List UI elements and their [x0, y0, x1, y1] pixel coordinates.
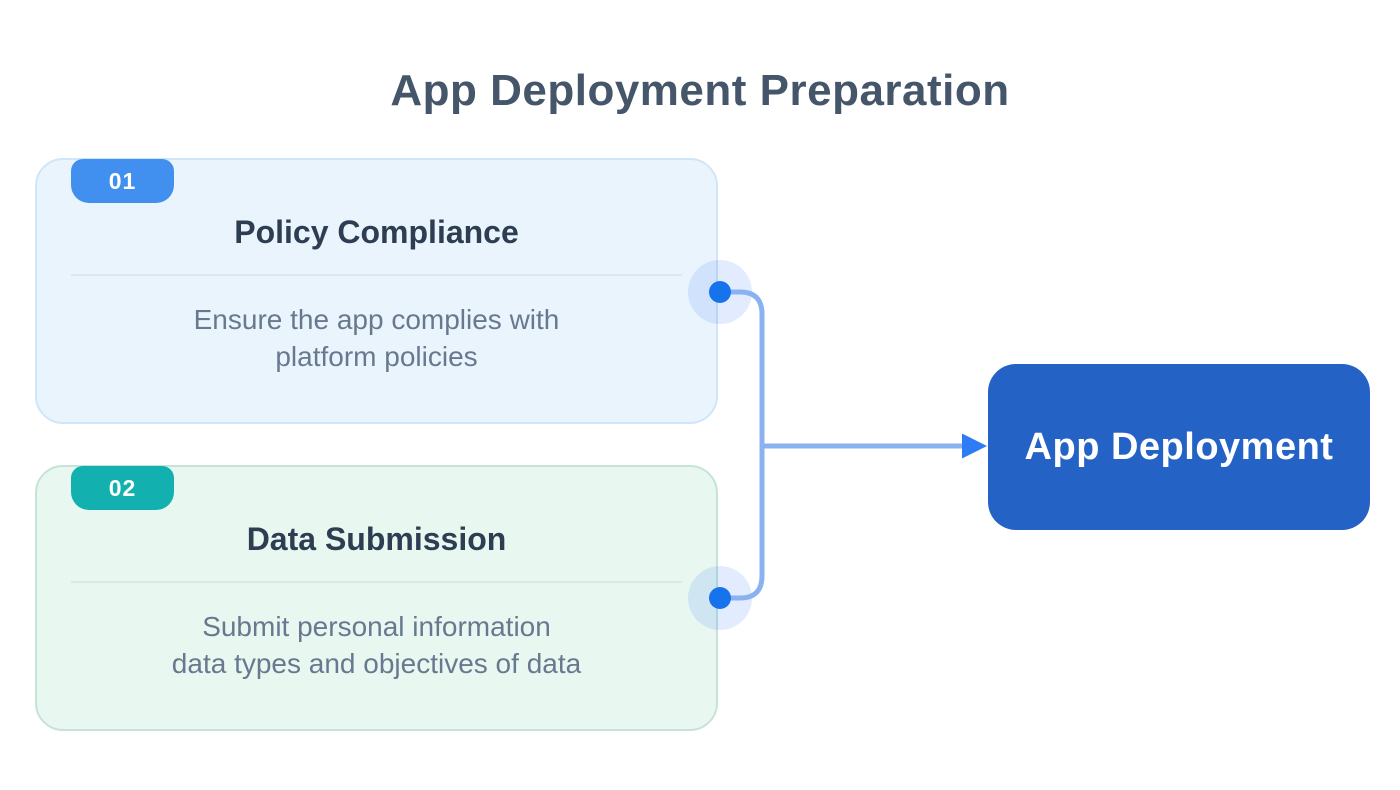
divider	[71, 274, 682, 276]
result-node-app-deployment: App Deployment	[988, 364, 1370, 530]
step-number-badge: 02	[71, 466, 174, 510]
page-title: App Deployment Preparation	[390, 66, 1010, 115]
step-title: Policy Compliance	[234, 214, 519, 250]
step-description: Submit personal information data types a…	[171, 611, 582, 679]
step-card-policy-compliance: 01 Policy Compliance Ensure the app comp…	[35, 158, 718, 424]
divider	[71, 581, 682, 583]
step-number-badge: 01	[71, 159, 174, 203]
step-card-data-submission: 02 Data Submission Submit personal infor…	[35, 465, 718, 731]
step-title: Data Submission	[246, 521, 507, 557]
connector-bracket	[719, 289, 765, 601]
arrowhead-icon	[962, 433, 987, 459]
step-description: Ensure the app complies with platform po…	[193, 304, 560, 372]
result-label: App Deployment	[1024, 425, 1334, 468]
